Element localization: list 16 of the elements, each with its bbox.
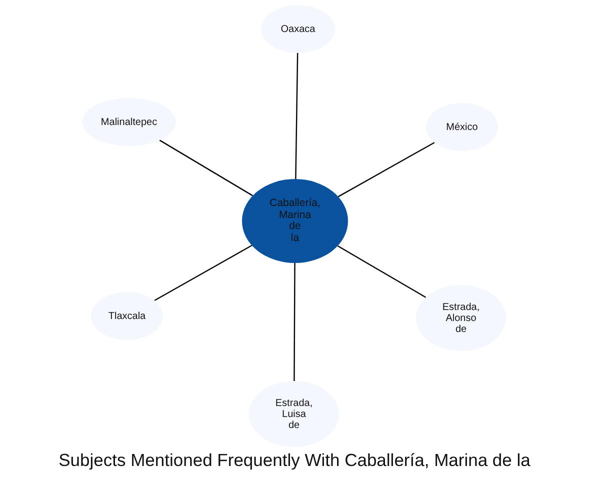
connector-line — [294, 263, 296, 381]
node-label: Oaxaca — [280, 24, 316, 34]
node-label: Malinaltepec — [100, 116, 158, 128]
ellipse-node — [426, 103, 498, 151]
connector-line — [338, 142, 435, 198]
diagram-title: Subjects Mentioned Frequently With Caballería, Marina de la — [58, 450, 530, 470]
node-label: México — [446, 122, 478, 132]
connector-line — [159, 140, 253, 196]
node-label: Caballería, Marina de la — [270, 198, 320, 244]
ellipse-node — [91, 292, 163, 340]
connector-line — [154, 244, 252, 302]
connector-line — [295, 53, 298, 179]
node-label: Estrada, Alonso de — [442, 302, 480, 334]
node-label: Estrada, Luisa de — [275, 398, 313, 430]
node-label: Tlaxcala — [108, 310, 146, 322]
connector-line — [337, 245, 426, 298]
